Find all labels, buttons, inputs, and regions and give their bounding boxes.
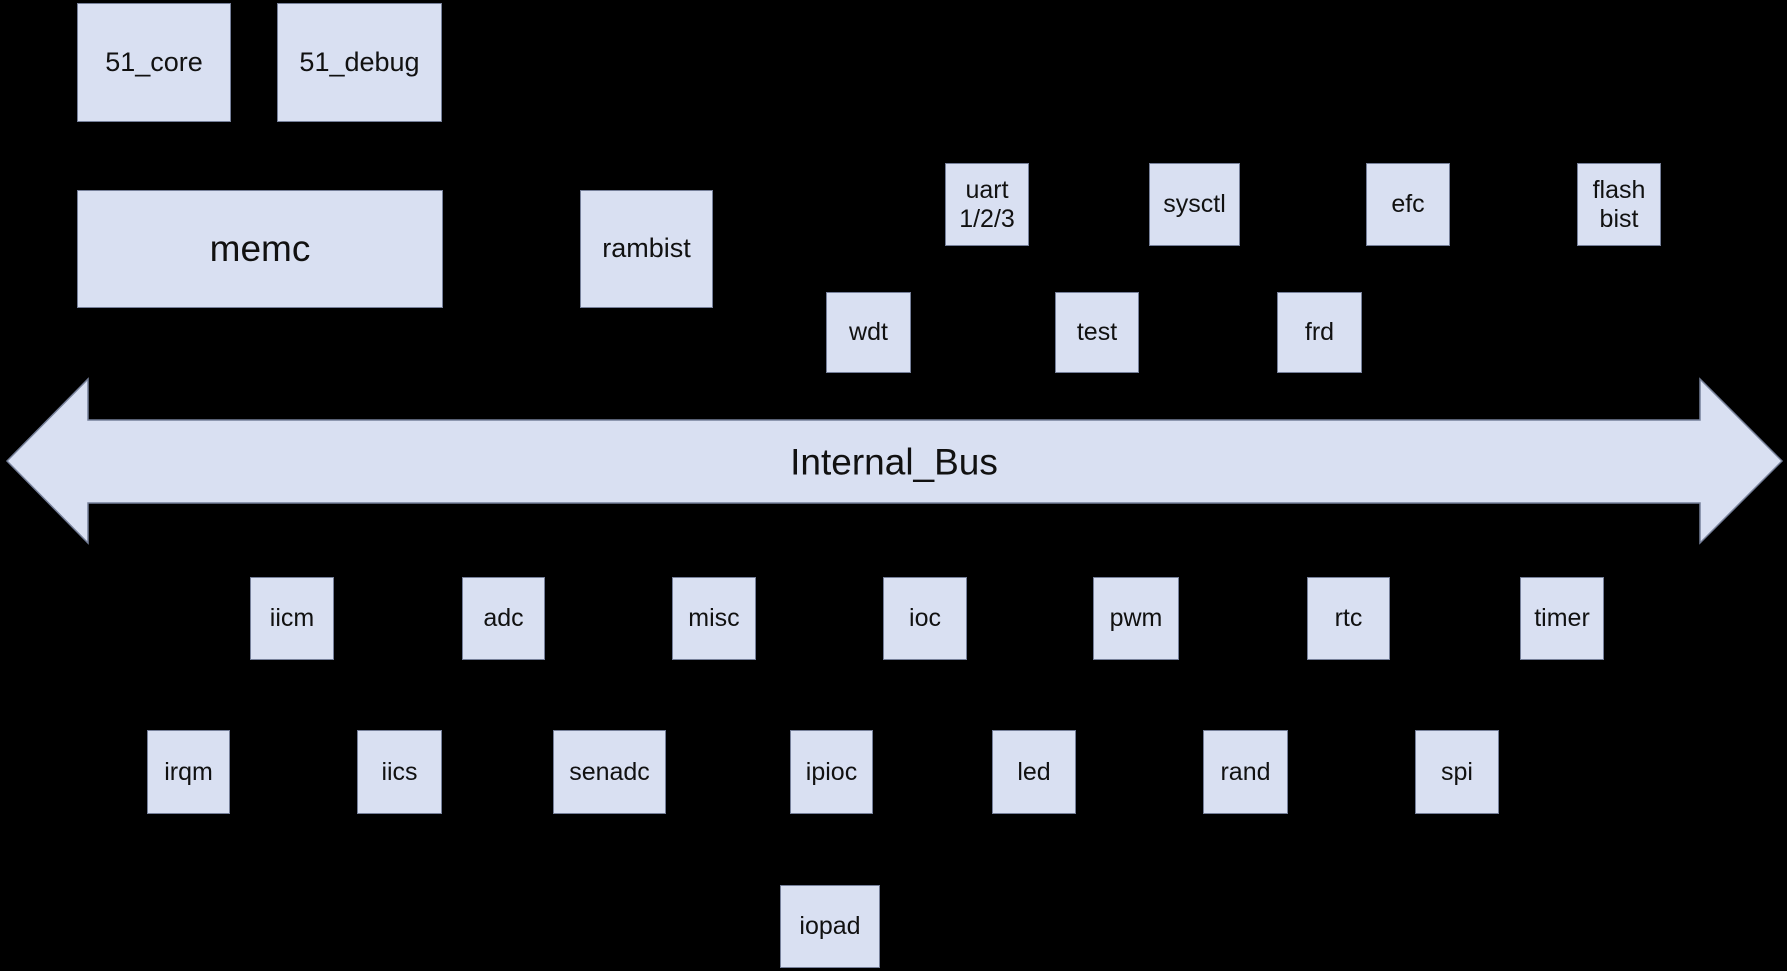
block-uart123: uart 1/2/3 [945, 163, 1029, 246]
internal-bus-arrow [5, 377, 1784, 545]
block-rand: rand [1203, 730, 1288, 814]
block-test: test [1055, 292, 1139, 373]
block-51_debug: 51_debug [277, 3, 442, 122]
block-ipioc: ipioc [790, 730, 873, 814]
block-sysctl: sysctl [1149, 163, 1240, 246]
block-senadc: senadc [553, 730, 666, 814]
block-timer: timer [1520, 577, 1604, 660]
block-adc: adc [462, 577, 545, 660]
block-wdt: wdt [826, 292, 911, 373]
block-ioc: ioc [883, 577, 967, 660]
block-efc: efc [1366, 163, 1450, 246]
block-flashbist: flash bist [1577, 163, 1661, 246]
block-frd: frd [1277, 292, 1362, 373]
block-spi: spi [1415, 730, 1499, 814]
block-memc: memc [77, 190, 443, 308]
block-iicm: iicm [250, 577, 334, 660]
block-led: led [992, 730, 1076, 814]
block-iics: iics [357, 730, 442, 814]
internal-bus-label: Internal_Bus [790, 442, 998, 483]
block-51_core: 51_core [77, 3, 231, 122]
block-rambist: rambist [580, 190, 713, 308]
block-iopad: iopad [780, 885, 880, 968]
block-irqm: irqm [147, 730, 230, 814]
block-misc: misc [672, 577, 756, 660]
block-pwm: pwm [1093, 577, 1179, 660]
block-rtc: rtc [1307, 577, 1390, 660]
